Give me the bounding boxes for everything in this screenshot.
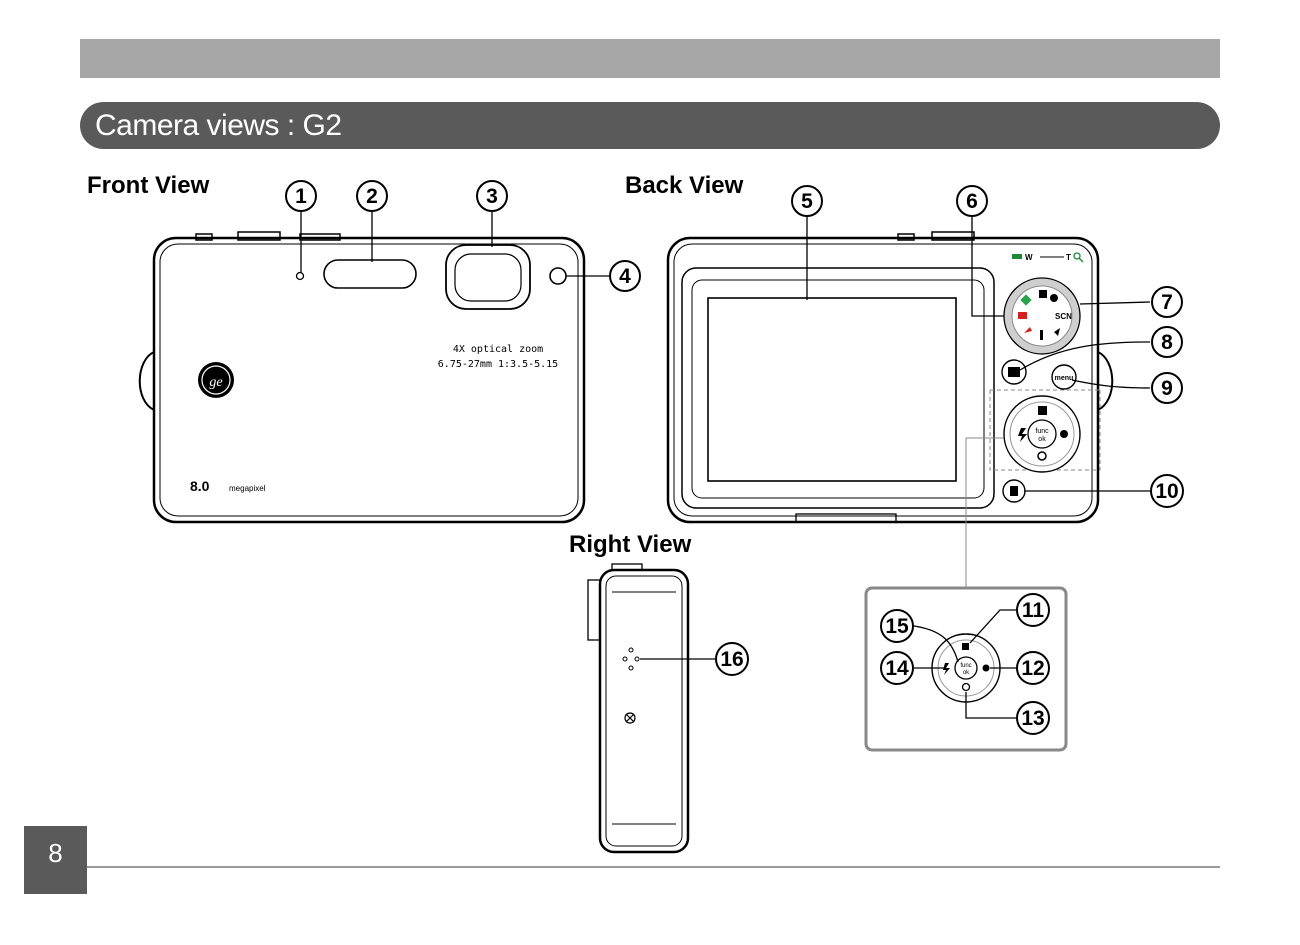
callout-10: 10 xyxy=(1150,474,1184,508)
strap-eyelet-icon xyxy=(624,712,636,724)
sports-mode-icon xyxy=(1054,328,1060,336)
section-title-bar xyxy=(80,102,1220,149)
svg-text:4: 4 xyxy=(619,265,631,288)
exposure-icon xyxy=(1038,406,1047,415)
svg-text:1: 1 xyxy=(295,185,307,208)
detail-func-label-line1: func xyxy=(960,663,971,669)
self-timer-lamp xyxy=(295,271,305,281)
zoom-w-label: W xyxy=(1025,253,1033,262)
callout-12: 12 xyxy=(1016,651,1050,685)
af-assist-lamp xyxy=(549,267,567,285)
func-label-line1: func xyxy=(1035,428,1049,435)
callout-14: 14 xyxy=(880,651,914,685)
detail-exposure-icon xyxy=(962,643,969,650)
callout-3: 3 xyxy=(476,180,508,212)
auto-mode-icon xyxy=(1020,294,1032,306)
svg-text:11: 11 xyxy=(1022,599,1045,622)
scn-mode-label: SCN xyxy=(1055,312,1072,321)
playback-button xyxy=(1001,359,1027,385)
mode-dial: SCN xyxy=(1003,277,1081,355)
megapixel-unit: megapixel xyxy=(229,484,266,493)
back-view-label: Back View xyxy=(625,172,744,199)
back-camera-body xyxy=(666,231,1114,524)
zoom-t-label: T xyxy=(1066,253,1071,262)
svg-text:5: 5 xyxy=(801,190,813,213)
svg-text:3: 3 xyxy=(486,185,498,208)
callout-5: 5 xyxy=(791,185,823,217)
callout-circles: 1 2 3 4 5 6 7 8 9 10 11 12 13 14 15 16 xyxy=(285,180,1184,735)
lens-housing xyxy=(445,244,531,310)
delete-button xyxy=(1002,479,1026,503)
callout-7: 7 xyxy=(1151,286,1183,318)
lcd-frame xyxy=(681,267,995,509)
speaker-holes xyxy=(622,647,640,671)
lcd-screen xyxy=(707,297,957,482)
front-leader-lines xyxy=(300,210,610,277)
detail-macro-icon xyxy=(982,664,990,672)
detail-flash-icon xyxy=(943,663,950,675)
menu-button: menu xyxy=(1051,364,1077,390)
right-view-label: Right View xyxy=(569,531,692,558)
ge-logo: ge xyxy=(198,362,234,398)
callout-15: 15 xyxy=(880,609,914,643)
detail-box xyxy=(864,586,1068,752)
callout-8: 8 xyxy=(1151,326,1183,358)
zoom-spec-line2: 6.75-27mm 1:3.5-5.15 xyxy=(438,359,558,370)
callout-1: 1 xyxy=(285,180,317,212)
svg-text:13: 13 xyxy=(1021,707,1044,730)
back-leader-lines xyxy=(806,215,1151,492)
svg-text:16: 16 xyxy=(720,648,743,671)
detail-func-label-line2: ok xyxy=(963,670,970,676)
svg-text:12: 12 xyxy=(1021,657,1044,680)
four-way-pad: func ok xyxy=(1003,395,1081,473)
svg-text:ge: ge xyxy=(209,375,222,390)
svg-text:9: 9 xyxy=(1161,377,1173,400)
callout-6: 6 xyxy=(956,185,988,217)
front-camera-body xyxy=(138,231,586,524)
flash-icon xyxy=(1018,428,1027,442)
page-number: 8 xyxy=(48,838,63,868)
footer-divider xyxy=(87,866,1220,868)
top-header-bar xyxy=(80,39,1220,78)
panorama-mode-icon xyxy=(1039,290,1047,298)
callout-11: 11 xyxy=(1016,593,1050,627)
page-number-tab xyxy=(24,826,87,894)
callout-4: 4 xyxy=(609,260,641,292)
svg-text:14: 14 xyxy=(885,657,909,680)
zoom-connector-line xyxy=(965,437,1004,588)
detail-self-timer-icon xyxy=(961,682,971,692)
callout-2: 2 xyxy=(356,180,388,212)
svg-text:7: 7 xyxy=(1161,291,1173,314)
svg-text:8: 8 xyxy=(1161,331,1173,354)
page-title: Camera views : G2 xyxy=(95,109,342,142)
portrait-mode-icon xyxy=(1050,294,1058,302)
zoom-spec-line1: 4X optical zoom xyxy=(453,344,543,355)
svg-text:15: 15 xyxy=(885,615,909,638)
svg-text:6: 6 xyxy=(966,190,978,213)
menu-button-label: menu xyxy=(1055,375,1074,382)
callout-13: 13 xyxy=(1016,701,1050,735)
func-label-line2: ok xyxy=(1038,436,1046,443)
svg-text:2: 2 xyxy=(366,185,378,208)
megapixel-value: 8.0 xyxy=(190,478,210,494)
svg-text:10: 10 xyxy=(1155,480,1178,503)
detail-leader-lines xyxy=(913,609,1016,719)
zoom-indicator: W T xyxy=(1012,252,1084,263)
camera-mode-icon xyxy=(1018,312,1027,319)
right-camera-body xyxy=(587,563,690,854)
callout-9: 9 xyxy=(1151,372,1183,404)
front-view-label: Front View xyxy=(87,172,210,199)
macro-icon xyxy=(1060,430,1068,438)
flash-window xyxy=(323,259,417,289)
manual-mode-icon xyxy=(1040,330,1043,340)
movie-mode-icon xyxy=(1024,327,1032,333)
callout-16: 16 xyxy=(715,642,749,676)
self-timer-icon xyxy=(1037,451,1047,461)
